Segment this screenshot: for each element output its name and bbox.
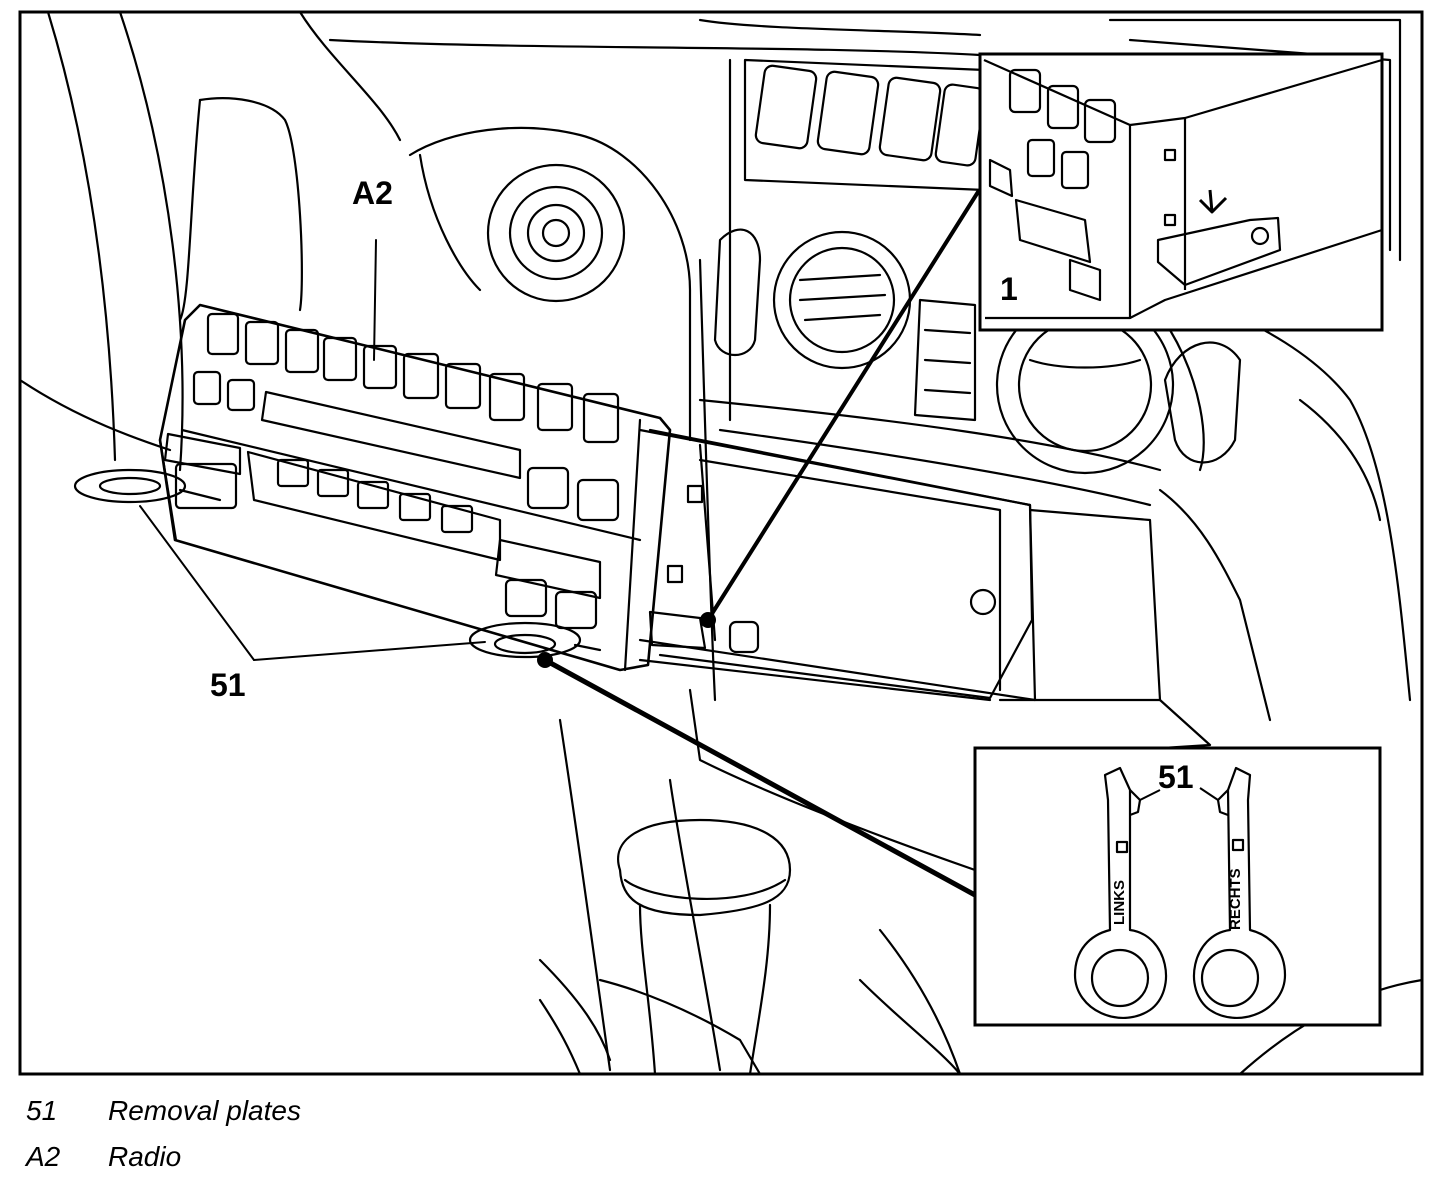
inset-removal-tools: LINKS RECHTS: [973, 746, 1382, 1027]
callout-51: 51: [210, 667, 246, 703]
legend-key: A2: [26, 1141, 61, 1172]
pointer-dot-clip: [700, 612, 716, 628]
callout-inset-51: 51: [1158, 759, 1194, 795]
tool-label-links: LINKS: [1111, 880, 1128, 925]
legend-item: 51 Removal plates: [26, 1088, 726, 1134]
callout-a2: A2: [352, 175, 393, 211]
legend: 51 Removal plates A2 Radio: [26, 1088, 726, 1180]
legend-key: 51: [26, 1095, 58, 1126]
removal-plate-right: [468, 621, 602, 659]
callout-1: 1: [1000, 271, 1018, 307]
leader-lines: [139, 190, 980, 898]
legend-desc: Removal plates: [108, 1095, 301, 1126]
figure-frame: [18, 10, 1424, 1076]
removal-plate-left: [73, 468, 222, 504]
legend-item: A2 Radio: [26, 1134, 726, 1180]
tool-label-rechts: RECHTS: [1227, 868, 1244, 930]
pointer-dot-plate: [537, 652, 553, 668]
gear-shift-knob: [538, 818, 962, 1076]
radio-a2: [158, 303, 1034, 702]
legend-desc: Radio: [108, 1141, 182, 1172]
ignition-lock: [486, 163, 626, 303]
switch-row: [743, 58, 987, 192]
inset-detail-1: [978, 52, 1384, 332]
